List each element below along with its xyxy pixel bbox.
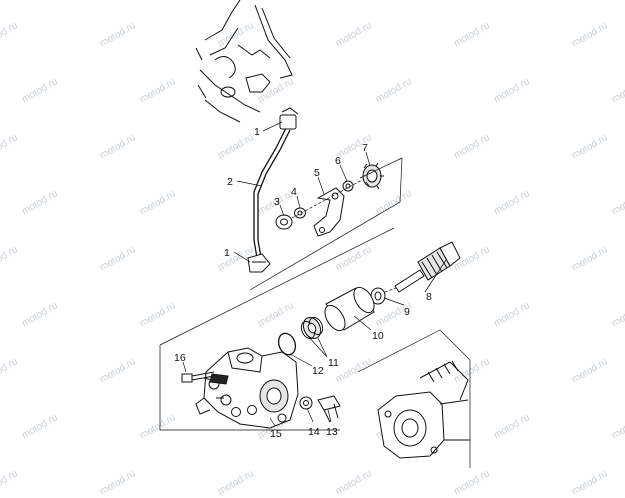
watermark-text: motod.ru (334, 468, 374, 498)
label-8: 8 (426, 291, 432, 303)
label-14: 14 (308, 426, 320, 438)
label-16: 16 (174, 352, 186, 364)
label-7: 7 (362, 142, 368, 154)
leader-lines (182, 121, 447, 427)
label-4: 4 (291, 186, 297, 198)
label-9: 9 (404, 306, 410, 318)
label-12: 12 (312, 365, 324, 377)
washer-14 (299, 396, 313, 410)
watermark-text: motod.ru (570, 468, 610, 498)
label-3: 3 (274, 196, 280, 208)
link-rod-assembly (247, 107, 299, 273)
watermark-text: motod.ru (0, 468, 20, 498)
part-labels: 1 2 1 3 4 5 6 7 8 9 10 11 12 13 14 15 16 (174, 126, 432, 440)
label-10: 10 (372, 330, 384, 342)
exploded-view-drawing: 1 2 1 3 4 5 6 7 8 9 10 11 12 13 14 15 16 (159, 0, 471, 468)
label-6: 6 (335, 155, 341, 167)
lower-group-outline (159, 227, 395, 431)
upper-group-outline (249, 157, 403, 291)
bolt-16 (181, 371, 215, 383)
watermark-text: motod.ru (452, 468, 492, 498)
label-1-lower: 1 (224, 247, 230, 259)
drive-shaft (379, 241, 461, 295)
sleeve-10 (324, 286, 375, 332)
pump-body-15 (195, 347, 299, 429)
engine-casing-bottom (357, 329, 471, 468)
watermark-text: motod.ru (216, 468, 256, 498)
label-1-upper: 1 (254, 126, 260, 138)
label-11: 11 (328, 357, 339, 369)
fitting-13 (317, 395, 341, 423)
label-5: 5 (314, 167, 320, 179)
engine-casing-top (195, 0, 293, 123)
label-13: 13 (326, 426, 338, 438)
label-15: 15 (270, 428, 282, 440)
springs-11 (300, 316, 324, 340)
label-2: 2 (227, 176, 233, 188)
watermark-text: motod.ru (98, 468, 138, 498)
upper-small-parts (275, 162, 384, 237)
